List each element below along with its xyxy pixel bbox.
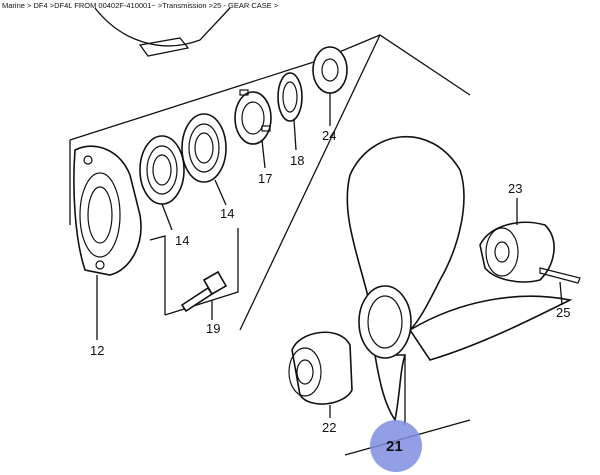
callout-14a[interactable]: 14 [175,233,189,248]
part-24-nut[interactable] [312,46,348,126]
part-14a-bearing[interactable] [139,135,185,231]
part-12-housing[interactable] [73,145,142,340]
callout-21[interactable]: 21 [386,438,403,455]
part-18-washer[interactable] [277,72,303,151]
callout-17[interactable]: 17 [258,171,272,186]
part-21-propeller[interactable] [346,135,573,425]
gear-case-outline [94,7,231,57]
callout-23[interactable]: 23 [508,181,522,196]
part-22-bushing[interactable] [288,331,353,418]
highlight-circle[interactable] [370,420,422,472]
callout-12[interactable]: 12 [90,343,104,358]
callout-18[interactable]: 18 [290,153,304,168]
callout-22[interactable]: 22 [322,420,336,435]
part-23-spinner-cap[interactable] [479,198,555,283]
part-17-ring[interactable] [234,89,272,169]
part-19-bolt[interactable] [180,270,228,320]
breadcrumb[interactable]: Marine > DF4 >DF4L FROM 00402F-410001~ >… [2,1,279,10]
callout-14b[interactable]: 14 [220,206,234,221]
callout-24[interactable]: 24 [322,128,336,143]
callout-25[interactable]: 25 [556,305,570,320]
callout-19[interactable]: 19 [206,321,220,336]
callout-21-highlight[interactable]: 21 [370,420,422,472]
part-25-cotter-pin[interactable] [539,267,581,306]
part-14b-bearing[interactable] [181,113,227,206]
